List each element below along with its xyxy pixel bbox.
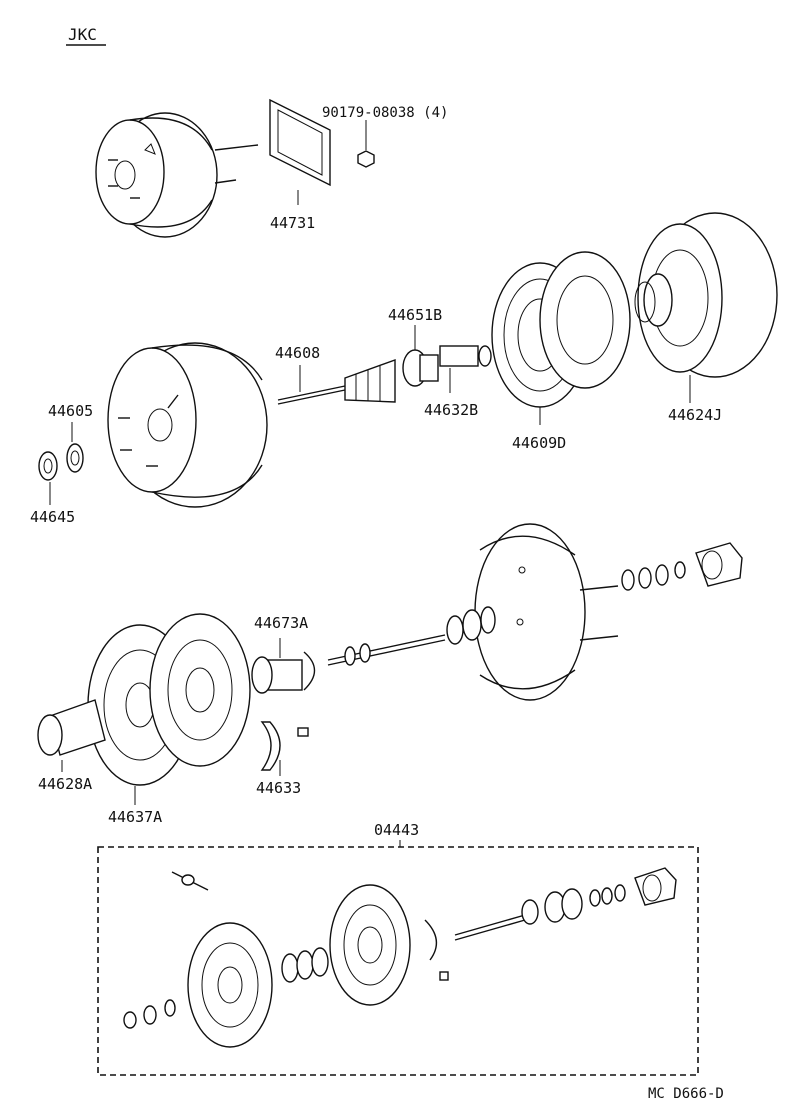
kit-boundary [97,846,699,1076]
retainer-part [38,451,58,505]
gasket-part [269,98,331,205]
key-part [260,721,309,776]
diaphragm-front-part [491,251,631,425]
rear-seal-set [621,542,743,591]
model-code: JKC [68,25,97,44]
seal-part [66,422,84,473]
label-diaphragm-rear: 44637A [108,808,162,826]
label-key: 44633 [256,779,301,797]
booster-assembly-top [95,112,259,238]
boot-part [344,359,396,403]
nut-part [357,120,375,168]
label-nut: 90179-08038 (4) [322,105,448,121]
valve-rod-part [327,606,496,666]
label-valve-body: 44632B [424,401,478,419]
label-gasket: 44731 [270,214,315,232]
label-kit: 04443 [374,821,419,839]
push-rod-part [277,365,346,405]
diaphragm-rear-part [87,613,251,805]
label-filter: 44628A [38,775,92,793]
filter-part [37,699,106,772]
label-retainer: 44645 [30,508,75,526]
kit-contents [123,867,677,1048]
label-diaphragm-front: 44609D [512,434,566,452]
label-front-shell: 44624J [668,406,722,424]
rear-shell-part [474,523,619,701]
label-seal: 44605 [48,402,93,420]
label-push-rod: 44608 [275,344,320,362]
seal-boot-part [402,325,439,387]
front-shell-part [634,212,778,403]
drawing-code: MC D666-D [648,1086,724,1102]
plunger-part [251,638,316,694]
label-seal-boot: 44651B [388,306,442,324]
label-plunger: 44673A [254,614,308,632]
booster-rear-shell [107,342,268,508]
